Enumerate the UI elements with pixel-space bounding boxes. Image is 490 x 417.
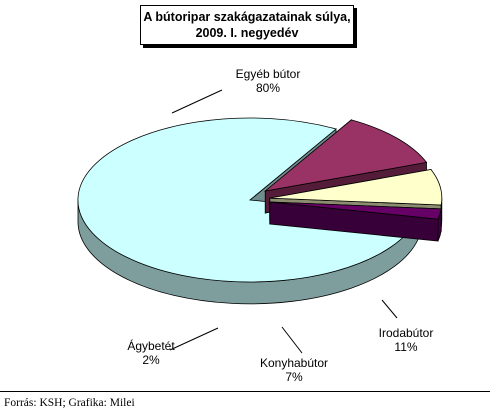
- chart-title: A bútoripar szakágazatainak súlya, 2009.…: [140, 5, 354, 45]
- slice-label-iroda: Irodabútor 11%: [366, 326, 446, 354]
- slice-agy-top: [269, 201, 442, 220]
- leader-line-konyha: [281, 326, 303, 354]
- slice-egyeb-top: [77, 117, 419, 283]
- slice-label-konyha-name: Konyhabútor: [259, 356, 329, 370]
- source-note: Forrás: KSH; Grafika: Milei: [4, 397, 135, 409]
- leader-line-egyeb: [171, 89, 223, 114]
- slice-label-agy-name: Ágybetét: [127, 339, 175, 353]
- slice-label-egyeb-name: Egyéb bútor: [235, 67, 301, 81]
- slice-konyha-top: [269, 169, 443, 206]
- slice-label-konyha: Konyhabútor 7%: [249, 356, 339, 384]
- slice-iroda-top: [263, 119, 428, 192]
- slice-label-konyha-value: 7%: [285, 370, 303, 384]
- slice-label-iroda-value: 11%: [394, 340, 418, 354]
- footer-divider: [0, 391, 490, 392]
- slice-label-iroda-name: Irodabútor: [378, 326, 434, 340]
- leader-line-iroda: [381, 299, 398, 319]
- slice-label-egyeb-value: 80%: [255, 81, 281, 95]
- leader-line-agy: [169, 327, 219, 351]
- slice-label-agy-value: 2%: [142, 353, 160, 367]
- chart-title-line-1: A bútoripar szakágazatainak súlya,: [143, 10, 351, 24]
- slice-label-egyeb: Egyéb bútor 80%: [208, 67, 328, 95]
- chart-title-line-2: 2009. I. negyedév: [195, 26, 299, 40]
- slice-label-agy: Ágybetét 2%: [116, 339, 186, 367]
